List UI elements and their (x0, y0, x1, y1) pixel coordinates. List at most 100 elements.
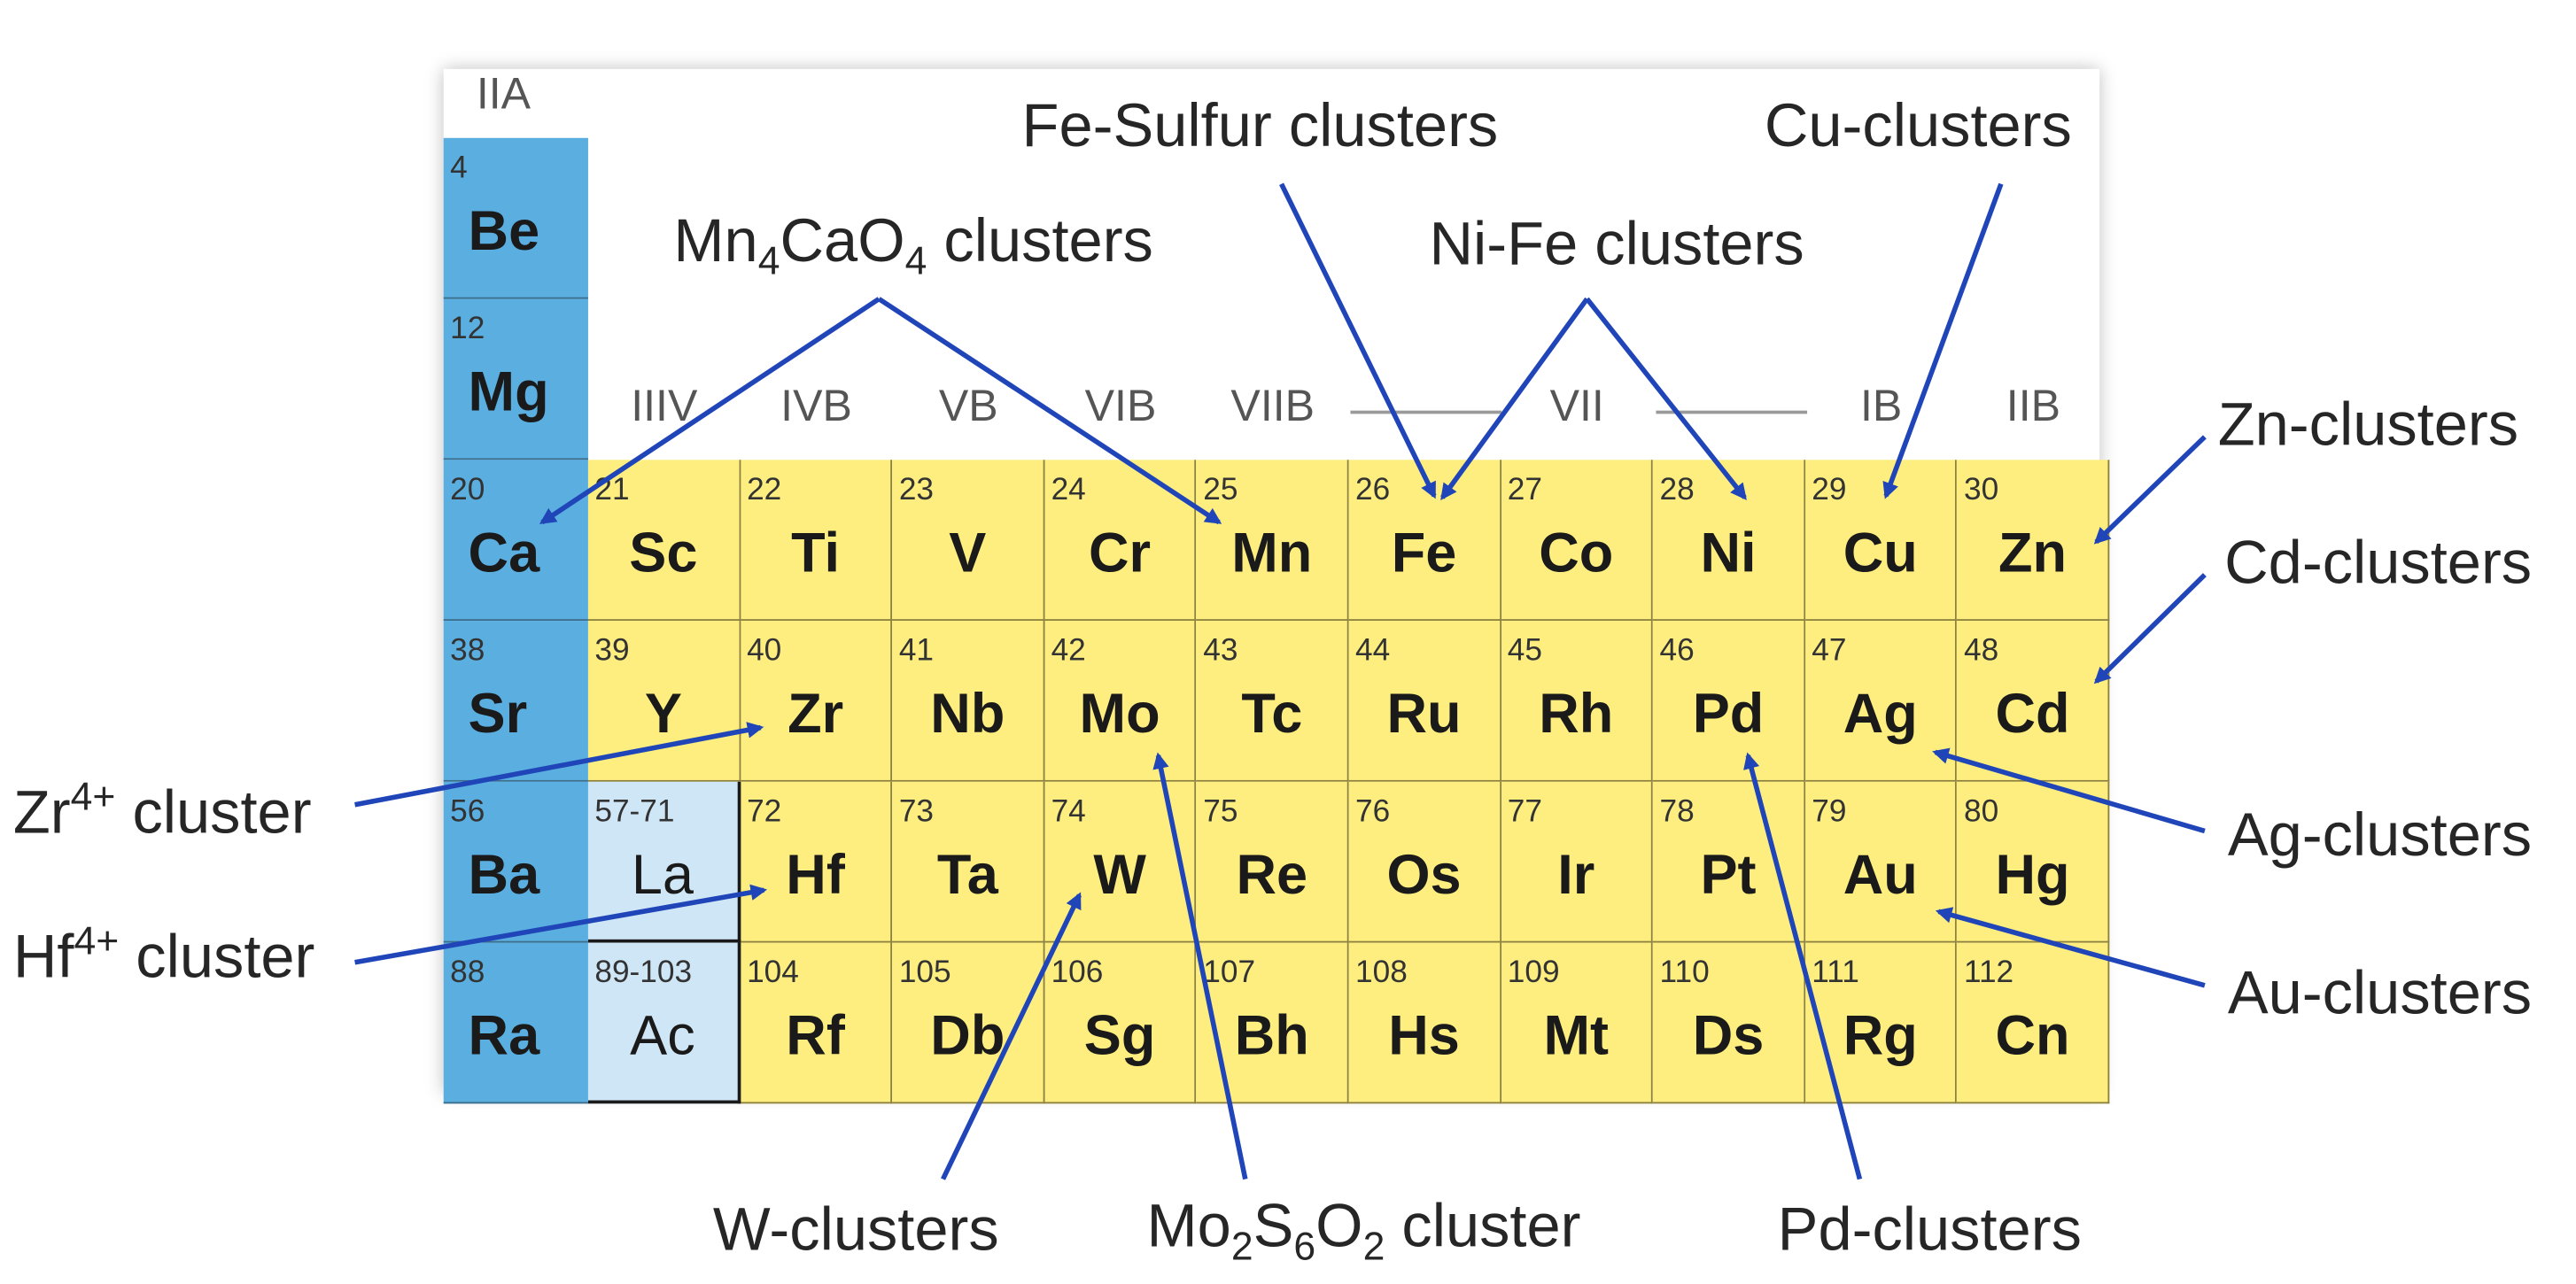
element-symbol: Ba (468, 844, 540, 907)
element-symbol: Nb (930, 683, 1005, 746)
label-fe-sulfur-clusters: Fe-Sulfur clusters (1021, 91, 1499, 159)
atomic-number: 88 (450, 955, 485, 991)
atomic-number: 111 (1812, 955, 1859, 991)
element-symbol: Zn (1998, 522, 2067, 585)
atomic-number: 107 (1203, 955, 1256, 991)
atomic-number: 27 (1507, 473, 1542, 508)
atomic-number: 46 (1659, 633, 1695, 669)
atomic-number: 75 (1203, 794, 1238, 830)
element-symbol: Rf (786, 1005, 845, 1068)
element-symbol: Mn (1231, 522, 1313, 585)
element-symbol: Bh (1234, 1005, 1309, 1068)
element-symbol: Mo (1079, 683, 1160, 746)
element-symbol: Ti (791, 522, 841, 585)
atomic-number: 78 (1659, 794, 1695, 830)
atomic-number: 30 (1963, 473, 1999, 508)
atomic-number: 22 (747, 473, 782, 508)
label-w-clusters: W-clusters (712, 1195, 999, 1264)
group-label: IB (1860, 381, 1903, 430)
label-zr4-cluster: Zr4+ cluster (12, 775, 312, 847)
element-symbol: Os (1386, 844, 1462, 907)
element-symbol: Hg (1995, 844, 2070, 907)
atomic-number: 57-71 (594, 794, 675, 830)
arrow-ni-fe-to-fe (1440, 297, 1589, 500)
group-label: IVB (780, 381, 852, 430)
label-cd-clusters: Cd-clusters (2224, 529, 2533, 597)
label-ni-fe-clusters: Ni-Fe clusters (1429, 210, 1804, 278)
element-symbol: Mt (1543, 1005, 1610, 1068)
element-symbol: W (1093, 844, 1146, 907)
atomic-number: 44 (1355, 633, 1391, 669)
arrow-w (941, 892, 1082, 1180)
atomic-number: 4 (450, 151, 468, 186)
atomic-number: 41 (898, 633, 935, 669)
arrow-cd (2093, 573, 2207, 685)
group-separator-line (1350, 410, 1502, 414)
atomic-number: 24 (1051, 473, 1086, 508)
element-symbol: Zr (788, 683, 844, 746)
element-symbol: Db (930, 1005, 1005, 1068)
atomic-number: 45 (1507, 633, 1542, 669)
group-label: VIB (1084, 381, 1157, 430)
atomic-number: 56 (450, 794, 485, 830)
element-symbol: Ds (1692, 1005, 1765, 1068)
element-symbol: Co (1539, 522, 1614, 585)
element-symbol: Rg (1843, 1005, 1918, 1068)
element-symbol: Au (1843, 844, 1918, 907)
label-hf4-cluster: Hf4+ cluster (12, 919, 315, 991)
arrow-pd (1743, 752, 1863, 1180)
element-symbol: V (949, 522, 987, 585)
element-symbol: Ra (468, 1005, 540, 1068)
atomic-number: 77 (1507, 794, 1542, 830)
label-cu-clusters: Cu-clusters (1764, 91, 2072, 159)
element-symbol: Ta (936, 844, 998, 907)
element-symbol: Ru (1386, 683, 1462, 746)
atomic-number: 104 (747, 955, 799, 991)
arrow-zn (2093, 435, 2207, 545)
arrow-mo (1152, 752, 1248, 1180)
element-symbol: Y (644, 683, 682, 746)
label-pd-clusters: Pd-clusters (1777, 1195, 2082, 1264)
atomic-number: 74 (1051, 794, 1086, 830)
group-label: VIIB (1230, 381, 1315, 430)
element-symbol: La (631, 844, 694, 907)
group-label: VII (1549, 381, 1604, 430)
atomic-number: 80 (1963, 794, 1999, 830)
atomic-number: 42 (1051, 633, 1086, 669)
label-zn-clusters: Zn-clusters (2217, 391, 2519, 459)
arrow-ag (1932, 747, 2206, 834)
arrow-zr (354, 722, 764, 808)
element-symbol: Ni (1700, 522, 1757, 585)
arrow-au (1935, 907, 2206, 988)
element-symbol: Ir (1557, 844, 1595, 907)
atomic-number: 112 (1963, 955, 2014, 991)
element-symbol: Hf (786, 844, 845, 907)
arrow-fe-sulfur-to-fe (1279, 182, 1437, 499)
element-symbol: Sg (1083, 1005, 1156, 1068)
element-symbol: Cd (1995, 683, 2070, 746)
atomic-number: 105 (898, 955, 951, 991)
element-symbol: Sc (629, 522, 698, 585)
atomic-number: 73 (898, 794, 935, 830)
